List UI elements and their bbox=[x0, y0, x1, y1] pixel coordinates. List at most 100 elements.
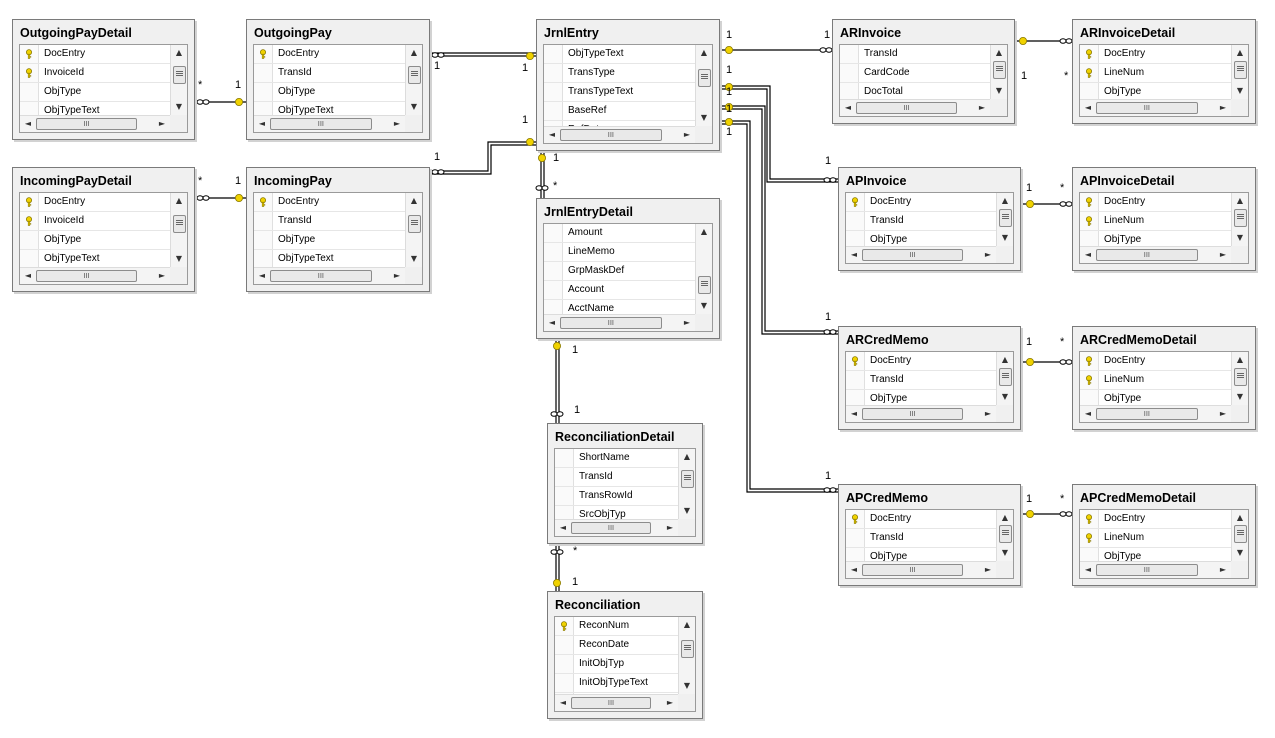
scroll-down-arrow-icon[interactable]: ▼ bbox=[1001, 233, 1009, 242]
vertical-scrollbar[interactable]: ▲▼ bbox=[996, 193, 1013, 246]
vertical-scroll-thumb[interactable] bbox=[1234, 61, 1247, 80]
column-list[interactable]: DocEntryLineNumObjTypeObjTypeText▲▼◄III► bbox=[1079, 509, 1249, 579]
scroll-right-arrow-icon[interactable]: ► bbox=[984, 565, 992, 574]
scroll-right-arrow-icon[interactable]: ► bbox=[1219, 565, 1227, 574]
scroll-up-arrow-icon[interactable]: ▲ bbox=[1236, 355, 1244, 364]
column-list[interactable]: DocEntryLineNumObjTypeObjTypeText▲▼◄III► bbox=[1079, 351, 1249, 423]
row-selector[interactable] bbox=[1080, 390, 1099, 405]
horizontal-scrollbar[interactable]: ◄III► bbox=[20, 267, 170, 284]
column-row[interactable]: InvoiceId bbox=[20, 64, 170, 83]
column-row[interactable]: ReconNum bbox=[555, 617, 678, 636]
row-selector[interactable] bbox=[254, 102, 273, 115]
column-row[interactable]: ObjType bbox=[254, 231, 405, 250]
link-je-arc[interactable] bbox=[720, 105, 838, 332]
horizontal-scroll-thumb[interactable]: III bbox=[1096, 564, 1198, 576]
horizontal-scrollbar[interactable]: ◄III► bbox=[846, 246, 996, 263]
column-row[interactable]: ObjType bbox=[20, 83, 170, 102]
column-row[interactable]: ObjType bbox=[846, 548, 996, 561]
vertical-scrollbar[interactable]: ▲▼ bbox=[405, 193, 422, 267]
scroll-up-arrow-icon[interactable]: ▲ bbox=[175, 196, 183, 205]
column-row[interactable]: RefDate bbox=[544, 121, 695, 126]
row-selector[interactable] bbox=[20, 64, 39, 82]
column-row[interactable]: DocEntry bbox=[1080, 510, 1231, 529]
column-row[interactable]: DocTotal bbox=[840, 83, 990, 99]
horizontal-scrollbar[interactable]: ◄ III ► bbox=[840, 99, 990, 116]
column-row[interactable]: SrcObjTyp bbox=[555, 506, 678, 519]
row-selector[interactable] bbox=[544, 83, 563, 101]
scroll-left-arrow-icon[interactable]: ◄ bbox=[258, 119, 266, 128]
row-selector[interactable] bbox=[846, 390, 865, 405]
scroll-up-arrow-icon[interactable]: ▲ bbox=[1236, 513, 1244, 522]
column-row[interactable]: DocEntry bbox=[846, 193, 996, 212]
row-selector[interactable] bbox=[1080, 83, 1099, 99]
scroll-right-arrow-icon[interactable]: ► bbox=[158, 271, 166, 280]
horizontal-scrollbar[interactable]: ◄ III ► bbox=[1080, 561, 1231, 578]
vertical-scrollbar[interactable]: ▲▼ bbox=[170, 45, 187, 115]
row-selector[interactable] bbox=[1080, 45, 1099, 63]
scroll-left-arrow-icon[interactable]: ◄ bbox=[258, 271, 266, 280]
scroll-left-arrow-icon[interactable]: ◄ bbox=[844, 103, 852, 112]
vertical-scrollbar[interactable]: ▲▼ bbox=[170, 193, 187, 267]
link-ip-je[interactable] bbox=[430, 144, 536, 175]
scroll-right-arrow-icon[interactable]: ► bbox=[1219, 103, 1227, 112]
row-selector[interactable] bbox=[254, 83, 273, 101]
scroll-down-arrow-icon[interactable]: ▼ bbox=[683, 681, 691, 690]
row-selector[interactable] bbox=[20, 250, 39, 267]
column-row[interactable]: ObjTypeText bbox=[254, 250, 405, 267]
column-row[interactable]: InitObjTyp bbox=[555, 655, 678, 674]
vertical-scrollbar[interactable]: ▲▼ bbox=[1231, 352, 1248, 405]
scroll-down-arrow-icon[interactable]: ▼ bbox=[1236, 86, 1244, 95]
horizontal-scrollbar[interactable]: ◄III► bbox=[555, 519, 678, 536]
column-row[interactable]: LineMemo bbox=[544, 243, 695, 262]
scroll-up-arrow-icon[interactable]: ▲ bbox=[1001, 355, 1009, 364]
row-selector[interactable] bbox=[20, 83, 39, 101]
horizontal-scrollbar[interactable]: ◄III► bbox=[544, 314, 695, 331]
vertical-scroll-thumb[interactable] bbox=[1234, 525, 1247, 544]
scroll-left-arrow-icon[interactable]: ◄ bbox=[1084, 565, 1092, 574]
horizontal-scroll-thumb[interactable]: III bbox=[1096, 249, 1198, 261]
row-selector[interactable] bbox=[544, 121, 563, 126]
row-selector[interactable] bbox=[1080, 352, 1099, 370]
horizontal-scroll-thumb[interactable]: III bbox=[571, 697, 651, 709]
scroll-left-arrow-icon[interactable]: ◄ bbox=[850, 250, 858, 259]
scroll-right-arrow-icon[interactable]: ► bbox=[978, 103, 986, 112]
scroll-down-arrow-icon[interactable]: ▼ bbox=[410, 102, 418, 111]
column-row[interactable]: DocEntry bbox=[1080, 193, 1231, 212]
row-selector[interactable] bbox=[254, 250, 273, 267]
horizontal-scrollbar[interactable]: ◄III► bbox=[254, 115, 405, 132]
column-row[interactable]: ObjType bbox=[20, 231, 170, 250]
column-row[interactable]: ObjType bbox=[846, 231, 996, 246]
scroll-left-arrow-icon[interactable]: ◄ bbox=[548, 130, 556, 139]
column-row[interactable]: ObjType bbox=[1080, 231, 1231, 246]
row-selector[interactable] bbox=[555, 487, 574, 505]
column-row[interactable]: TransTypeText bbox=[544, 83, 695, 102]
horizontal-scrollbar[interactable]: ◄III► bbox=[254, 267, 405, 284]
column-row[interactable]: InitObjAbs bbox=[555, 693, 678, 694]
scroll-down-arrow-icon[interactable]: ▼ bbox=[175, 254, 183, 263]
horizontal-scrollbar[interactable]: ◄III► bbox=[1080, 246, 1231, 263]
horizontal-scroll-thumb[interactable]: III bbox=[36, 118, 137, 130]
horizontal-scroll-thumb[interactable]: III bbox=[856, 102, 957, 114]
row-selector[interactable] bbox=[846, 193, 865, 211]
row-selector[interactable] bbox=[544, 243, 563, 261]
horizontal-scrollbar[interactable]: ◄III► bbox=[20, 115, 170, 132]
row-selector[interactable] bbox=[1080, 64, 1099, 82]
row-selector[interactable] bbox=[544, 64, 563, 82]
row-selector[interactable] bbox=[555, 655, 574, 673]
vertical-scrollbar[interactable]: ▲▼ bbox=[405, 45, 422, 115]
row-selector[interactable] bbox=[20, 231, 39, 249]
vertical-scrollbar[interactable]: ▲▼ bbox=[996, 352, 1013, 405]
column-row[interactable]: DocEntry bbox=[846, 510, 996, 529]
vertical-scroll-thumb[interactable] bbox=[698, 69, 711, 88]
scroll-down-arrow-icon[interactable]: ▼ bbox=[1236, 548, 1244, 557]
column-row[interactable]: ReconDate bbox=[555, 636, 678, 655]
row-selector[interactable] bbox=[254, 45, 273, 63]
column-row[interactable]: DocEntry bbox=[846, 352, 996, 371]
column-row[interactable]: ObjType bbox=[1080, 390, 1231, 405]
